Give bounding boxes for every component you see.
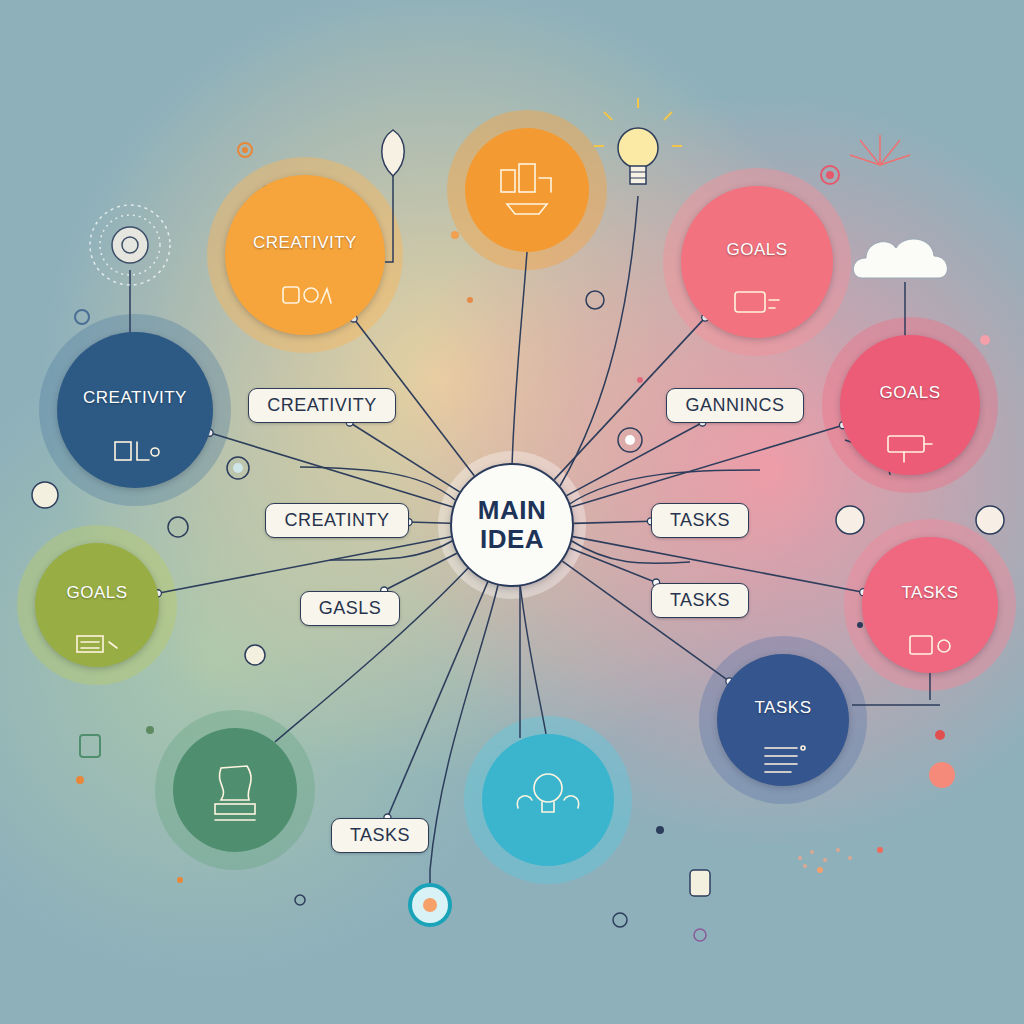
branch-connector (570, 548, 657, 583)
topic-text: CREATIVITY (253, 233, 357, 253)
topic-circle: TASKS (717, 654, 849, 786)
branch-text: TASKS (670, 590, 730, 611)
branch-connector (567, 423, 703, 496)
topic-text: TASKS (902, 583, 959, 603)
branch-connector-group (154, 537, 451, 597)
main-idea-text: MAIN IDEA (462, 496, 562, 553)
branch-connector-group (381, 553, 457, 594)
branch-text: CREATIVITY (267, 395, 377, 416)
branch-connector (210, 433, 453, 507)
topic-circle: CREATIVITY (225, 175, 385, 335)
bulb-icon (382, 130, 405, 176)
branch-label: TASKS (651, 503, 749, 538)
branch-label: GASLS (300, 591, 401, 626)
topic-circle: TASKS (862, 537, 998, 673)
topic-text: TASKS (755, 698, 812, 718)
topic-text: GOALS (879, 383, 940, 403)
topic-circle: GOALS (681, 186, 833, 338)
branch-connector-group (567, 419, 706, 496)
branch-connector-group (405, 519, 450, 526)
branch-connector (158, 537, 451, 594)
main-idea-circle: MAIN IDEA (450, 463, 574, 587)
radar-icon (90, 205, 170, 285)
branch-label: GANNINCS (666, 388, 803, 423)
branch-text: GASLS (319, 598, 382, 619)
topic-text: GOALS (726, 240, 787, 260)
branch-label: CREATINTY (265, 503, 408, 538)
wires (130, 176, 940, 900)
topic-circle: GOALS (35, 543, 159, 667)
sparkle (798, 848, 852, 868)
branch-connector-group (562, 561, 733, 685)
branch-connector (562, 561, 729, 681)
branch-connector-group (346, 419, 459, 492)
branch-connector-group (206, 429, 453, 507)
branch-connector (387, 582, 487, 817)
burst (850, 135, 910, 165)
idea-circle (173, 128, 614, 866)
branch-text: CREATINTY (284, 510, 389, 531)
cloud-icon (853, 239, 947, 278)
branch-connector (350, 423, 460, 492)
branch-connector-group (574, 518, 654, 525)
branch-label: TASKS (331, 818, 429, 853)
lightbulb-icon (594, 98, 682, 184)
topic-text: GOALS (66, 583, 127, 603)
branch-label: CREATIVITY (248, 388, 396, 423)
branch-connector (384, 553, 457, 590)
dots (32, 143, 1004, 941)
branch-label: TASKS (651, 583, 749, 618)
branch-connector (409, 522, 450, 523)
topic-circle: GOALS (840, 335, 980, 475)
branch-connector (574, 521, 651, 523)
branch-connector (571, 425, 843, 507)
branch-text: TASKS (350, 825, 410, 846)
branch-text: GANNINCS (685, 395, 784, 416)
branch-connector-group (571, 422, 846, 507)
halos (17, 110, 1016, 884)
topic-circle: CREATIVITY (57, 332, 213, 488)
topic-text: CREATIVITY (83, 388, 187, 408)
branch-text: TASKS (670, 510, 730, 531)
branch-connector-group (570, 548, 660, 586)
